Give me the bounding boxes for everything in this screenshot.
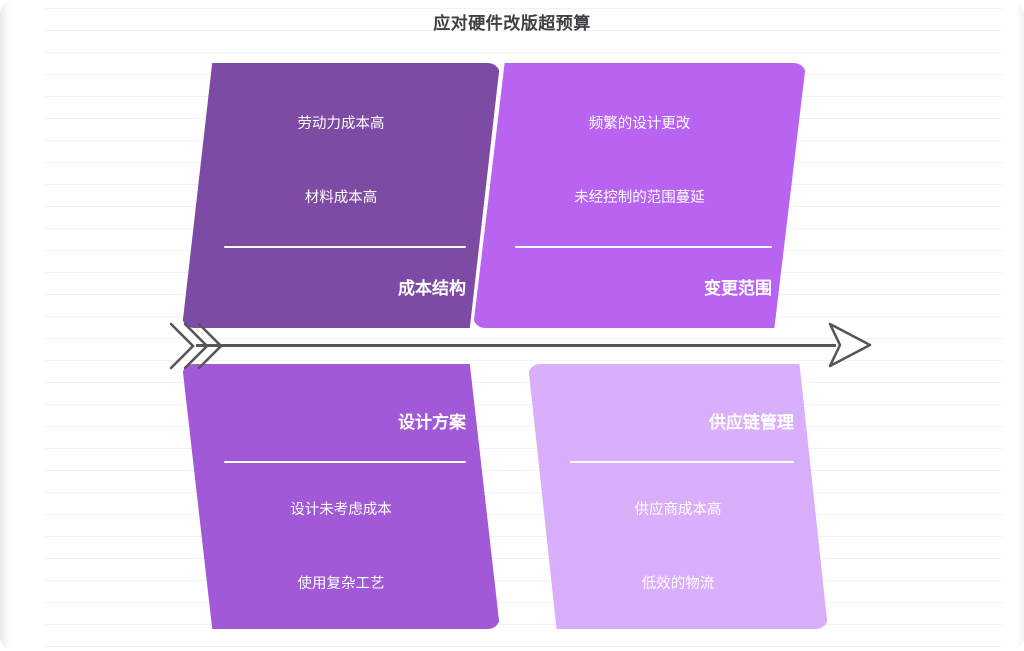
- cause-label: 未经控制的范围蔓延: [574, 189, 705, 206]
- cause-label: 劳动力成本高: [297, 116, 385, 132]
- diagram-title: 应对硬件改版超预算: [433, 14, 591, 33]
- canvas-right-edge: [1016, 0, 1024, 651]
- fishbone-spine: [196, 344, 836, 347]
- branch-category-label: 成本结构: [398, 278, 466, 298]
- branch-category-label: 设计方案: [398, 413, 466, 432]
- cause-label: 材料成本高: [304, 189, 378, 206]
- fishbone-branch-supply-chain[interactable]: 供应链管理 供应商成本高 低效的物流: [528, 364, 828, 629]
- cause-label: 供应商成本高: [634, 502, 722, 518]
- arrow-tail-feathers: [169, 322, 223, 370]
- fishbone-branch-change-scope[interactable]: 频繁的设计更改 未经控制的范围蔓延 变更范围: [473, 63, 806, 328]
- branch-divider: [570, 461, 794, 463]
- cause-label: 设计未考虑成本: [290, 502, 392, 518]
- branch-shape-change-scope: [473, 63, 806, 328]
- cause-label: 频繁的设计更改: [588, 116, 691, 132]
- branch-divider: [224, 461, 466, 463]
- branch-shape-cost-structure: [182, 63, 500, 328]
- branch-shape-supply-chain: [528, 364, 828, 629]
- fishbone-branch-cost-structure[interactable]: 劳动力成本高 材料成本高 成本结构: [182, 63, 500, 328]
- fishbone-branch-design-plan[interactable]: 设计方案 设计未考虑成本 使用复杂工艺: [182, 364, 500, 629]
- branch-divider: [515, 245, 772, 248]
- branch-category-label: 供应链管理: [709, 413, 794, 432]
- canvas-left-edge: [0, 0, 10, 651]
- cause-label: 低效的物流: [641, 575, 715, 592]
- branch-divider: [224, 245, 466, 248]
- cause-label: 使用复杂工艺: [297, 575, 385, 592]
- arrow-head-icon: [828, 322, 872, 368]
- branch-category-label: 变更范围: [704, 278, 772, 298]
- branch-shape-design-plan: [182, 364, 500, 629]
